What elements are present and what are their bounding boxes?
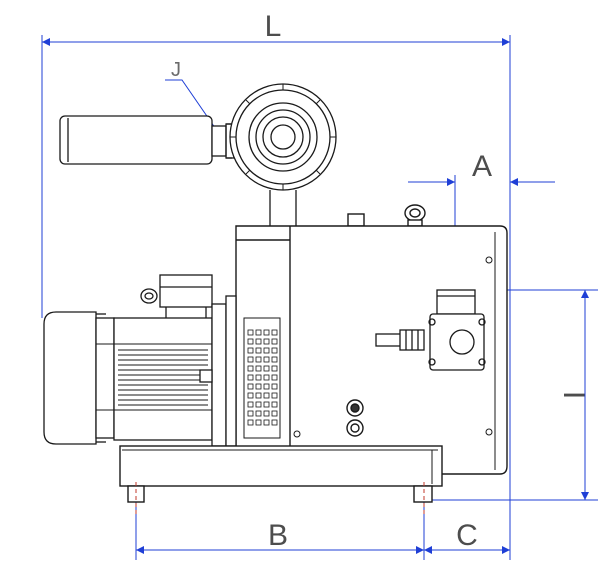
vent-hole xyxy=(271,383,278,390)
vent-hole xyxy=(247,374,254,381)
vent-hole xyxy=(271,329,278,336)
dimension-l: L xyxy=(41,10,511,560)
vent-hole xyxy=(255,419,262,426)
vent-hole xyxy=(271,347,278,354)
dimension-label-a: A xyxy=(472,150,492,183)
vent-hole xyxy=(255,410,262,417)
vent-hole xyxy=(255,365,262,372)
vent-hole xyxy=(263,410,270,417)
vent-hole xyxy=(255,401,262,408)
vent-hole xyxy=(271,419,278,426)
housing-body xyxy=(235,225,508,475)
dimension-c: C xyxy=(424,519,510,554)
filter-canister xyxy=(59,115,213,165)
terminal-box xyxy=(159,274,213,308)
vent-hole xyxy=(263,338,270,345)
vent-hole xyxy=(271,356,278,363)
vent-hole xyxy=(263,419,270,426)
dimension-label-b: B xyxy=(268,519,288,552)
foot-centerlines xyxy=(135,482,425,515)
vent-hole xyxy=(247,329,254,336)
motor-body xyxy=(113,317,213,441)
outlet-elbow xyxy=(375,289,486,371)
pump-housing xyxy=(235,204,508,475)
base-frame xyxy=(119,445,443,503)
vent-hole xyxy=(255,383,262,390)
vent-hole xyxy=(247,347,254,354)
vent-hole xyxy=(255,392,262,399)
vent-hole xyxy=(247,419,254,426)
vent-hole xyxy=(263,347,270,354)
vent-hole xyxy=(247,410,254,417)
vent-hole xyxy=(255,356,262,363)
dimension-label-l: L xyxy=(265,10,282,43)
vent-hole xyxy=(271,392,278,399)
vent-hole xyxy=(255,347,262,354)
dimension-label-i: I xyxy=(557,391,590,399)
vent-hole xyxy=(255,374,262,381)
vent-hole xyxy=(247,356,254,363)
vent-hole xyxy=(271,401,278,408)
callout-label-j: J xyxy=(171,59,181,81)
fill-plug xyxy=(347,213,365,227)
vent-hole xyxy=(263,365,270,372)
dimension-b: B xyxy=(135,500,425,560)
vent-hole xyxy=(247,365,254,372)
vent-hole xyxy=(263,401,270,408)
vent-hole xyxy=(271,410,278,417)
vent-hole xyxy=(263,374,270,381)
inlet-filter xyxy=(59,115,235,165)
vent-hole xyxy=(247,401,254,408)
vent-hole xyxy=(271,338,278,345)
inlet-flange xyxy=(229,83,337,226)
vent-hole xyxy=(271,365,278,372)
vent-hole xyxy=(247,392,254,399)
motor-fan-cover xyxy=(43,311,97,445)
foot-right xyxy=(413,485,433,503)
vent-hole xyxy=(271,374,278,381)
vent-hole xyxy=(255,329,262,336)
base-plate xyxy=(119,445,443,487)
vent-hole xyxy=(255,338,262,345)
vent-hole xyxy=(263,329,270,336)
vent-hole xyxy=(263,383,270,390)
vent-hole xyxy=(263,392,270,399)
dimension-i: I xyxy=(420,289,598,501)
vent-hole xyxy=(247,383,254,390)
dimension-label-c: C xyxy=(456,519,478,552)
vent-hole xyxy=(263,356,270,363)
motor xyxy=(43,274,237,447)
vent-hole xyxy=(247,338,254,345)
